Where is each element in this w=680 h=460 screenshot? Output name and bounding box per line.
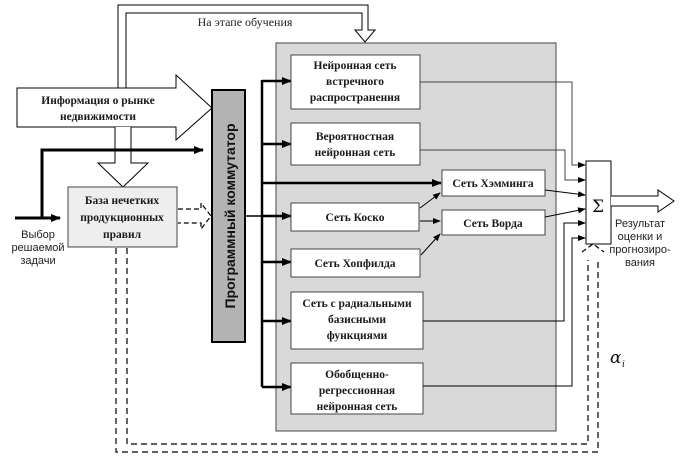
result-label-3: прогнозиро-: [609, 244, 671, 256]
network-ward[interactable]: Сеть Ворда: [441, 209, 546, 236]
network-label: Вероятностная: [316, 131, 394, 143]
fuzzy-rules-box[interactable]: [67, 186, 178, 248]
network-label: Обобщенно-: [325, 369, 389, 381]
network-label: функциями: [327, 330, 388, 342]
network-label: Сеть Ворда: [463, 218, 523, 230]
fuzzy-rules-label-1: База нечетких: [85, 195, 160, 207]
task-selection-label-3: задачи: [20, 255, 55, 267]
result-output-arrow: [611, 189, 675, 213]
alpha-subscript: i: [622, 360, 625, 370]
network-label: нейронная сеть: [315, 147, 396, 159]
market-info-label-2: недвижимости: [60, 111, 136, 123]
program-commutator[interactable]: [211, 89, 246, 343]
network-label: Нейронная сеть: [314, 60, 397, 72]
sum-input-lines: [420, 81, 586, 387]
result-label-2: оценки и: [618, 231, 663, 243]
alpha-feedback-loop: [115, 243, 605, 453]
fuzzy-rules-label-2: продукционных: [80, 212, 164, 224]
task-selection-label-1: Выбор: [21, 229, 55, 241]
network-probabilistic[interactable]: Вероятностная нейронная сеть: [290, 122, 421, 166]
subnet-arrows: [419, 192, 441, 256]
network-label: Сеть с радиальными: [302, 298, 412, 310]
fuzzy-rules-label-3: правил: [103, 229, 142, 241]
result-label-1: Результат: [615, 218, 665, 230]
training-stage-label: На этапе обучения: [198, 15, 293, 29]
training-stage-arrow: [117, 4, 377, 88]
task-selection-label-2: решаемой: [11, 242, 64, 254]
bus-arrows: [262, 77, 442, 391]
network-hopfield[interactable]: Сеть Хопфилда: [290, 248, 421, 278]
network-rbf[interactable]: Сеть с радиальными базисными функциями: [290, 291, 424, 350]
network-label: распространения: [310, 92, 400, 104]
network-label: базисными: [328, 314, 386, 326]
sum-symbol: Σ: [592, 197, 604, 217]
market-info-arrow: [16, 73, 213, 142]
result-label-4: вания: [625, 257, 655, 269]
network-label: Сеть Коско: [326, 212, 385, 224]
network-label: нейронная сеть: [317, 401, 398, 413]
network-label: регрессионная: [319, 385, 395, 397]
network-hamming[interactable]: Сеть Хэмминга: [441, 169, 546, 197]
task-to-commutator-arrow: [40, 146, 204, 218]
network-label: встречного: [326, 76, 384, 88]
network-kosko[interactable]: Сеть Коско: [290, 202, 420, 232]
market-info-label-1: Информация о рынке: [41, 95, 154, 107]
network-counterprop[interactable]: Нейронная сеть встречного распространени…: [290, 54, 421, 110]
alpha-label: α: [610, 348, 622, 368]
market-to-rules-arrow: [96, 127, 150, 188]
sum-block[interactable]: [585, 160, 612, 245]
commutator-label: Программный коммутатор: [222, 123, 238, 308]
network-grnn[interactable]: Обобщенно- регрессионная нейронная сеть: [290, 362, 424, 415]
rules-to-commutator-arrow: [178, 201, 212, 231]
network-label: Сеть Хопфилда: [314, 258, 395, 270]
network-label: Сеть Хэмминга: [452, 178, 533, 190]
